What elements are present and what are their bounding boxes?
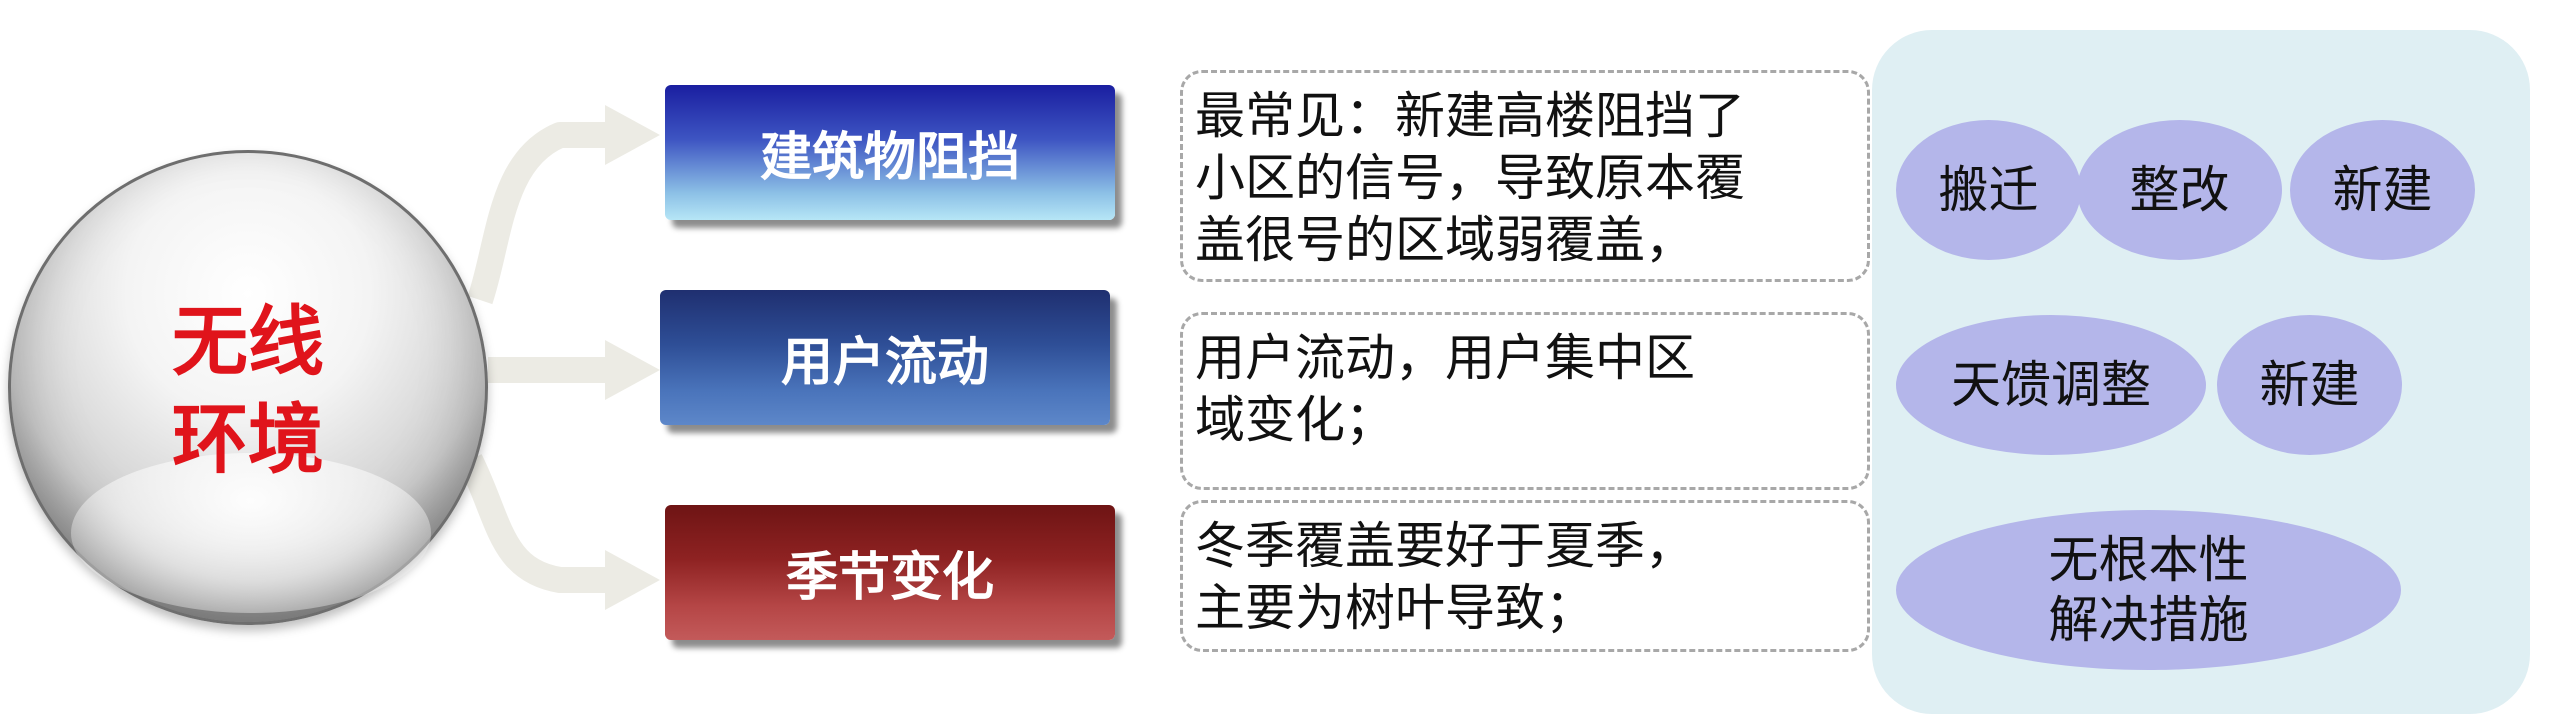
description-line: 域变化；	[1195, 391, 1395, 449]
description-line: 用户流动，用户集中区	[1195, 329, 1695, 387]
description-user-movement: 用户流动，用户集中区 域变化；	[1180, 312, 1870, 490]
description-building-obstruction: 最常见：新建高楼阻挡了 小区的信号，导致原本覆 盖很号的区域弱覆盖，	[1180, 70, 1870, 282]
solution-rectify: 整改	[2077, 120, 2282, 260]
solution-new-site-1: 新建	[2290, 120, 2475, 260]
solution-relocate: 搬迁	[1896, 120, 2081, 260]
arrow-to-cause-1	[467, 122, 610, 305]
solutions-panel: 搬迁 整改 新建 天馈调整 新建 无根本性 解决措施	[1872, 30, 2530, 714]
arrowhead-2	[605, 340, 660, 400]
arrowhead-1	[605, 105, 660, 165]
cause-user-movement: 用户流动	[660, 290, 1110, 425]
solution-line1: 无根本性	[2048, 531, 2249, 589]
description-seasonal-change: 冬季覆盖要好于夏季， 主要为树叶导致；	[1180, 500, 1870, 652]
arrow-to-cause-3	[458, 454, 610, 593]
sphere-label-line1: 无线	[172, 297, 324, 386]
sphere-highlight	[71, 453, 431, 613]
solution-line2: 解决措施	[2048, 591, 2249, 649]
description-line: 盖很号的区域弱覆盖，	[1195, 211, 1695, 269]
solution-new-site-2: 新建	[2217, 315, 2402, 455]
solution-antenna-adjust: 天馈调整	[1896, 315, 2206, 455]
cause-building-obstruction: 建筑物阻挡	[665, 85, 1115, 220]
arrowhead-3	[605, 550, 660, 610]
description-line: 最常见：新建高楼阻挡了	[1195, 87, 1745, 145]
sphere-label: 无线 环境	[11, 293, 485, 489]
description-line: 小区的信号，导致原本覆	[1195, 149, 1745, 207]
solution-no-fundamental-fix: 无根本性 解决措施	[1896, 510, 2401, 670]
sphere-label-line2: 环境	[172, 395, 324, 484]
wireless-environment-sphere: 无线 环境	[8, 150, 488, 625]
cause-seasonal-change: 季节变化	[665, 505, 1115, 640]
description-line: 冬季覆盖要好于夏季，	[1195, 517, 1695, 575]
description-line: 主要为树叶导致；	[1195, 579, 1595, 637]
